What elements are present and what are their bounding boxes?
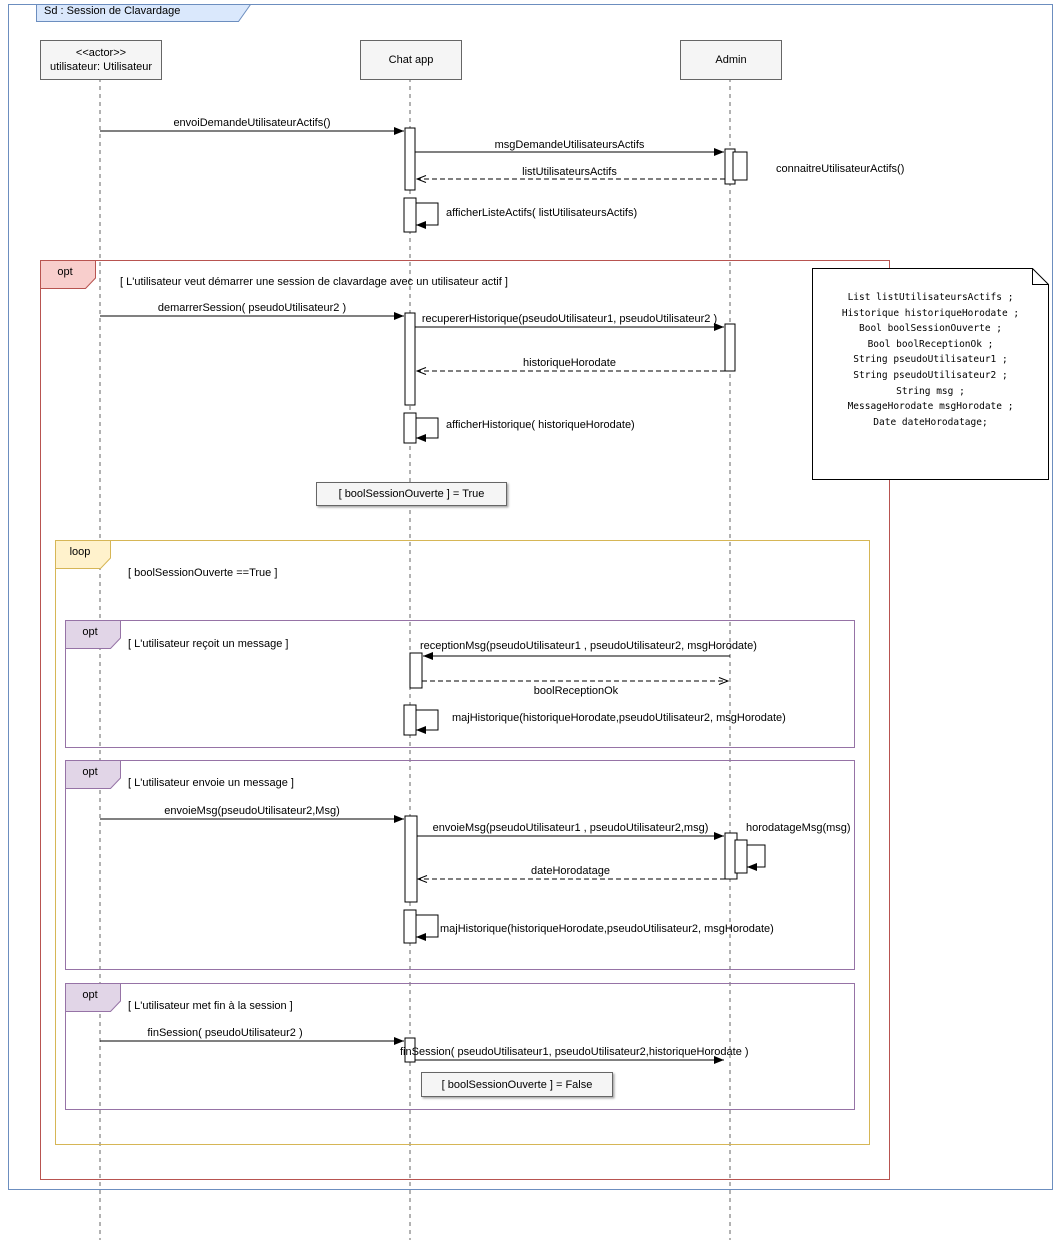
self-arrow-maj-historique-2 xyxy=(416,914,439,941)
note-shape xyxy=(812,268,1049,480)
frame-title: Sd : Session de Clavardage xyxy=(44,5,181,17)
opt-end-tab xyxy=(65,983,121,1012)
opt-receive-fragment xyxy=(65,620,855,748)
activation-bar-nested xyxy=(734,839,748,874)
note-fold xyxy=(1032,268,1049,285)
message-label-connaitre: connaitreUtilisateurActifs() xyxy=(776,163,905,175)
opt-receive-tab xyxy=(65,620,121,649)
message-label-afficher-liste: afficherListeActifs( listUtilisateursAct… xyxy=(446,207,638,219)
state-box-session-false: [ boolSessionOuverte ] = False xyxy=(421,1072,613,1097)
lifeline-head-admin: Admin xyxy=(680,40,782,80)
admin-name: Admin xyxy=(715,54,747,66)
lifeline-head-chat-app: Chat app xyxy=(360,40,462,80)
self-arrow-afficher-liste xyxy=(416,202,439,229)
note-line: MessageHorodate msgHorodate ; xyxy=(847,401,1014,413)
message-label-afficher-historique: afficherHistorique( historiqueHorodate) xyxy=(446,419,635,431)
message-label-historique-horodate: historiqueHorodate xyxy=(523,357,616,369)
chat-app-name: Chat app xyxy=(388,54,434,66)
opt-end-fragment xyxy=(65,983,855,1110)
activation-bar xyxy=(404,1037,416,1063)
opt-session-fragment xyxy=(40,260,890,1180)
loop-tab xyxy=(55,540,111,569)
guard-opt-session: [ L'utilisateur veut démarrer une sessio… xyxy=(120,276,508,288)
loop-fragment xyxy=(55,540,870,1145)
message-label-envoie-msg-2: envoieMsg(pseudoUtilisateur1 , pseudoUti… xyxy=(432,822,709,834)
note-line: Date dateHorodatage; xyxy=(873,416,988,428)
message-label-demarrer-session: demarrerSession( pseudoUtilisateur2 ) xyxy=(157,302,347,314)
note-line: String msg ; xyxy=(896,385,965,397)
activation-bar xyxy=(403,412,417,444)
activation-bar xyxy=(403,704,417,736)
message-label-list-actifs: listUtilisateursActifs xyxy=(522,166,617,178)
diagram-frame xyxy=(8,4,1053,1190)
note-text: List listUtilisateursActifs ; Historique… xyxy=(813,290,1048,430)
self-arrow-afficher-historique xyxy=(416,417,439,442)
self-arrow-maj-historique-1 xyxy=(416,709,439,734)
note-line: String pseudoUtilisateur2 ; xyxy=(853,369,1008,381)
frame-title-tab xyxy=(36,4,252,22)
note-line: Bool boolSessionOuverte ; xyxy=(859,323,1002,335)
message-label-horodatage-msg: horodatageMsg(msg) xyxy=(746,822,851,834)
note-line: Historique historiqueHorodate ; xyxy=(841,307,1020,319)
opt-send-fragment xyxy=(65,760,855,970)
message-label-msg-demande: msgDemandeUtilisateursActifs xyxy=(494,139,645,151)
note-line: String pseudoUtilisateur1 ; xyxy=(853,354,1008,366)
note-line: List listUtilisateursActifs ; xyxy=(847,292,1014,303)
activation-bar xyxy=(404,815,418,903)
actor-stereotype: <<actor>> xyxy=(75,47,127,59)
opt-send-tab xyxy=(65,760,121,789)
lifeline-head-actor: <<actor>> utilisateur: Utilisateur xyxy=(40,40,162,80)
state-box-session-true: [ boolSessionOuverte ] = True xyxy=(316,482,507,506)
guard-loop: [ boolSessionOuverte ==True ] xyxy=(128,567,278,579)
message-label-maj-historique-2: majHistorique(historiqueHorodate,pseudoU… xyxy=(440,923,774,935)
activation-bars xyxy=(403,127,748,1063)
message-arrows xyxy=(100,127,766,1064)
guard-opt-send: [ L'utilisateur envoie un message ] xyxy=(128,777,294,789)
message-label-date-horodatage: dateHorodatage xyxy=(531,865,610,877)
activation-bar xyxy=(403,909,417,944)
activation-bar-nested xyxy=(732,151,748,181)
message-label-envoie-msg-1: envoieMsg(pseudoUtilisateur2,Msg) xyxy=(164,805,340,817)
activation-bar xyxy=(409,652,423,689)
activation-bar xyxy=(724,323,736,372)
opt-session-tab xyxy=(40,260,96,289)
state-true-text: [ boolSessionOuverte ] = True xyxy=(338,488,485,500)
note-line: Bool boolReceptionOk ; xyxy=(867,338,994,350)
fragment-operator-opt-receive: opt xyxy=(82,626,98,638)
message-label-fin-session-2: finSession( pseudoUtilisateur1, pseudoUt… xyxy=(400,1046,749,1058)
actor-name: utilisateur: Utilisateur xyxy=(49,61,153,73)
message-label-reception-msg: receptionMsg(pseudoUtilisateur1 , pseudo… xyxy=(420,640,757,652)
activation-bar xyxy=(403,197,417,233)
state-false-text: [ boolSessionOuverte ] = False xyxy=(441,1078,593,1091)
message-label-maj-historique-1: majHistorique(historiqueHorodate,pseudoU… xyxy=(452,712,786,724)
message-label-bool-reception-ok: boolReceptionOk xyxy=(533,685,619,697)
message-label-envoi-demande: envoiDemandeUtilisateurActifs() xyxy=(173,117,331,129)
activation-bar xyxy=(404,127,416,191)
fragment-operator-opt-session: opt xyxy=(57,266,73,278)
message-label-fin-session-1: finSession( pseudoUtilisateur2 ) xyxy=(147,1027,303,1039)
activation-bar xyxy=(404,312,416,406)
fragment-operator-opt-end: opt xyxy=(82,989,98,1001)
fragment-operator-opt-send: opt xyxy=(82,766,98,778)
guard-opt-receive: [ L'utilisateur reçoit un message ] xyxy=(128,638,289,650)
message-label-recuperer-historique: recupererHistorique(pseudoUtilisateur1, … xyxy=(421,313,718,325)
self-arrow-horodatage-msg xyxy=(747,844,766,871)
guard-opt-end: [ L'utilisateur met fin à la session ] xyxy=(128,1000,293,1012)
fragment-operator-loop: loop xyxy=(69,546,91,558)
